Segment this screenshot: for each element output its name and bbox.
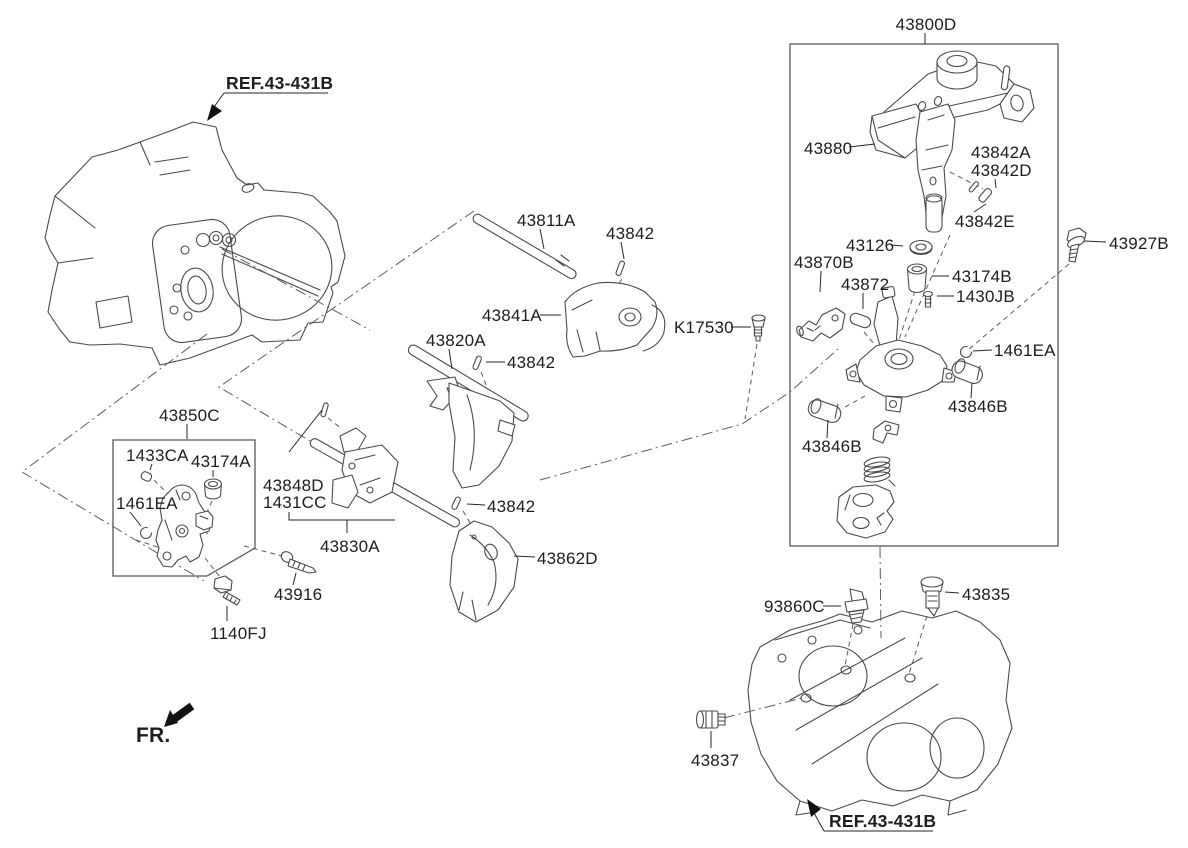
lever-43850C-group (139, 471, 317, 606)
stopper-43880-shape (869, 103, 925, 159)
direction-arrowhead-icon (164, 710, 178, 727)
snap-ring-1461EA-left (139, 526, 153, 540)
callout-43842D[interactable]: 43842D (971, 161, 1032, 180)
callout-1431CC[interactable]: 1431CC (263, 493, 327, 512)
callout-43850C[interactable]: 43850C (159, 406, 220, 425)
bushing-43846B-left-shape (807, 398, 842, 423)
callout-1461EA-left[interactable]: 1461EA (116, 494, 178, 513)
callout-43842A[interactable]: 43842A (971, 143, 1031, 162)
spring-shape (863, 456, 896, 487)
callout-1140FJ[interactable]: 1140FJ (210, 624, 267, 643)
pin-43842-upper (615, 260, 626, 277)
leader-lines (129, 33, 1107, 832)
bushing-43174A-shape (203, 478, 223, 500)
bolt-43835-shape (920, 576, 944, 617)
shift-rail-upper (472, 213, 666, 358)
fork-43820A-blade (448, 382, 515, 489)
pin-43842E-shape (978, 187, 993, 203)
shift-rail-lower (309, 402, 460, 528)
callout-43841A[interactable]: 43841A (482, 306, 542, 325)
switch-93860C-shape (844, 588, 869, 624)
pivot-boss (936, 50, 978, 90)
callout-43174B[interactable]: 43174B (952, 267, 1012, 286)
rail-spring-pin (320, 402, 329, 418)
shift-control-assembly (796, 50, 1035, 539)
lower-housing-illustration (747, 610, 1013, 816)
fr-label: FR. (136, 724, 170, 747)
callouts: 43800D REF.43-431B 43811A 43842 43841A 4… (116, 15, 1169, 831)
callout-43872[interactable]: 43872 (841, 275, 889, 294)
callout-1433CA[interactable]: 1433CA (126, 446, 189, 465)
callout-43811A[interactable]: 43811A (517, 211, 576, 230)
guide-bracket-shape (836, 484, 895, 539)
callout-43862D[interactable]: 43862D (537, 549, 598, 568)
callout-assembly-box[interactable]: 43800D (896, 15, 957, 34)
callout-43174A[interactable]: 43174A (191, 452, 251, 471)
callout-43126[interactable]: 43126 (846, 236, 894, 255)
roller-43872-shape (849, 312, 872, 329)
pin-43842D-shape (968, 181, 979, 193)
screw-43916-shape (280, 551, 317, 574)
callout-43837[interactable]: 43837 (691, 751, 739, 770)
bolt-1140FJ-shape (213, 575, 241, 606)
ref-arrow-bottom-icon (807, 799, 821, 817)
callout-43848D[interactable]: 43848D (263, 476, 324, 495)
callout-43916[interactable]: 43916 (274, 585, 322, 604)
direction-arrow-icon (171, 702, 195, 723)
snap-ring-1461EA-right (959, 345, 973, 359)
pin-1433CA-shape (140, 471, 153, 482)
fork-43841A-shape (564, 281, 658, 358)
screw-K17530-shape (751, 314, 766, 342)
callout-43846B-left[interactable]: 43846B (802, 437, 862, 456)
callout-43927B[interactable]: 43927B (1109, 234, 1169, 253)
callout-ref-bottom[interactable]: REF.43-431B (829, 811, 936, 831)
bracket-43870B-shape (796, 307, 846, 342)
screw-1430JB-shape (922, 290, 934, 308)
callout-43842E[interactable]: 43842E (955, 212, 1015, 231)
callout-43842-lower[interactable]: 43842 (487, 497, 535, 516)
bolt-43927B-shape (1066, 227, 1087, 263)
assembly-group-box (789, 43, 1059, 547)
callout-43835[interactable]: 43835 (962, 585, 1010, 604)
washer-43126-shape (909, 239, 933, 256)
callout-1461EA-right[interactable]: 1461EA (994, 341, 1056, 360)
callout-43830A[interactable]: 43830A (320, 537, 380, 556)
callout-K17530[interactable]: K17530 (674, 318, 734, 337)
upper-housing-illustration (44, 121, 346, 366)
callout-43842-upper[interactable]: 43842 (606, 224, 654, 243)
center-lines (21, 210, 882, 719)
shift-rail-middle (407, 344, 529, 623)
callout-43880[interactable]: 43880 (804, 139, 852, 158)
bushing-43174B-shape (906, 263, 928, 294)
interlock-plate-shape (872, 420, 900, 444)
callout-93860C[interactable]: 93860C (764, 597, 825, 616)
callout-43820A[interactable]: 43820A (426, 331, 486, 350)
pin-43842-lower (451, 496, 461, 510)
plug-43837-shape (695, 710, 726, 729)
bushing-43846B-right-shape (951, 358, 983, 384)
shift-cover-shape (845, 286, 957, 413)
callout-1430JB[interactable]: 1430JB (956, 287, 1015, 306)
pin-43842-middle (472, 355, 482, 370)
fr-indicator: FR. (136, 702, 195, 747)
lever-group-box (112, 439, 256, 577)
fork-43862D-shape (449, 520, 519, 623)
callout-43870B[interactable]: 43870B (794, 253, 854, 272)
callout-43842-middle[interactable]: 43842 (507, 353, 555, 372)
ref-arrow-top-icon (207, 104, 222, 121)
callout-ref-top[interactable]: REF.43-431B (226, 73, 333, 93)
callout-43846B-right[interactable]: 43846B (948, 397, 1008, 416)
